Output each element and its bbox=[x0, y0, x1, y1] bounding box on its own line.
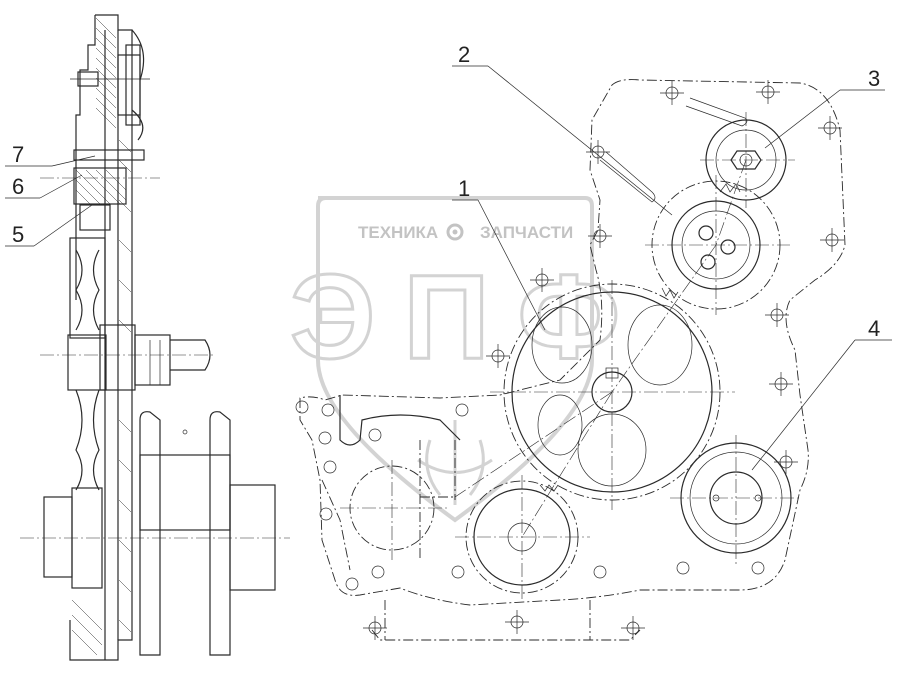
oil-pump-gear bbox=[340, 440, 456, 560]
left-section-view bbox=[20, 14, 290, 661]
gear-2 bbox=[645, 175, 790, 315]
callout-7: 7 bbox=[12, 142, 24, 167]
watermark: ТЕХНИКА ЗАПЧАСТИ ЭПФ bbox=[289, 196, 622, 523]
callout-2: 2 bbox=[458, 42, 470, 67]
watermark-logo: ЭПФ bbox=[290, 250, 620, 384]
cover-outline bbox=[299, 79, 846, 641]
slots bbox=[599, 97, 748, 203]
callout-6: 6 bbox=[12, 174, 24, 199]
bolt-holes bbox=[295, 80, 844, 640]
gear-icon bbox=[446, 223, 464, 241]
gear-1 bbox=[490, 280, 735, 510]
gear-4 bbox=[670, 435, 800, 565]
crank-gear bbox=[455, 475, 590, 600]
callout-labels: 7 6 5 1 2 3 4 bbox=[12, 42, 880, 341]
gear-3 bbox=[700, 112, 795, 208]
callout-3: 3 bbox=[868, 66, 880, 91]
center-lines bbox=[454, 159, 747, 538]
callout-leaders bbox=[5, 65, 892, 471]
callout-1: 1 bbox=[458, 176, 470, 201]
callout-4: 4 bbox=[868, 316, 880, 341]
watermark-text-right: ЗАПЧАСТИ bbox=[480, 223, 573, 242]
watermark-text-left: ТЕХНИКА bbox=[358, 223, 438, 242]
watermark-shield bbox=[316, 196, 594, 523]
callout-5: 5 bbox=[12, 222, 24, 247]
